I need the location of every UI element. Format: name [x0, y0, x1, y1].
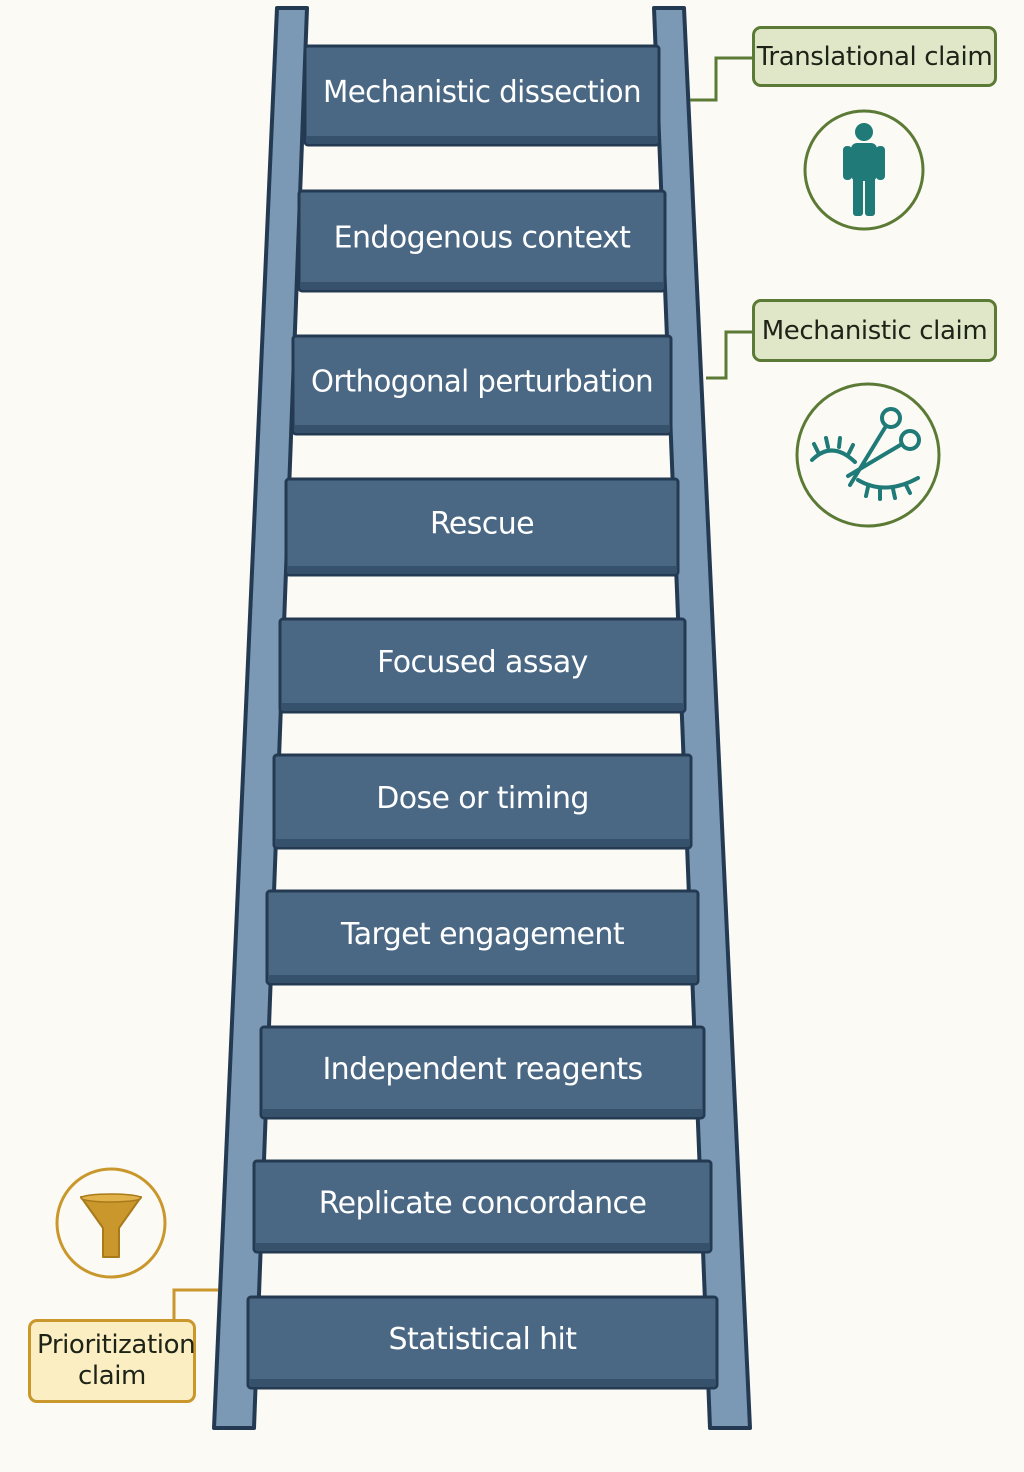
rung-bar: [272, 753, 693, 850]
rung-label: Rescue: [430, 507, 534, 542]
rung-target-engagement: Target engagement: [265, 889, 700, 986]
rung-shadow: [250, 1379, 715, 1386]
rung-shadow: [282, 703, 683, 710]
rung-shadow: [276, 839, 689, 846]
rung-shadow: [288, 566, 676, 573]
mechanistic-connector: [706, 330, 752, 380]
human-figure-icon: [803, 109, 925, 231]
rung-label: Target engagement: [340, 917, 625, 952]
rung-shadow: [269, 975, 696, 982]
rung-bar: [284, 477, 680, 577]
rung-label: Statistical hit: [389, 1322, 578, 1357]
rung-focused-assay: Focused assay: [278, 617, 687, 714]
rung-bar: [291, 334, 673, 436]
crispr-scissors-icon: [795, 382, 941, 528]
rung-label: Orthogonal perturbation: [311, 365, 653, 400]
rung-dose-or-timing: Dose or timing: [272, 753, 693, 850]
rung-bar: [246, 1295, 719, 1390]
rung-label: Independent reagents: [322, 1052, 642, 1087]
rung-bar: [278, 617, 687, 714]
rung-bar: [259, 1025, 706, 1120]
prioritization-claim-box: Prioritization claim: [28, 1319, 196, 1403]
rung-label: Endogenous context: [334, 221, 632, 256]
translational-claim-box: Translational claim: [752, 26, 997, 87]
rung-label: Focused assay: [377, 645, 588, 680]
mechanistic-claim-label: Mechanistic claim: [761, 315, 988, 346]
prioritization-connector: [172, 1288, 218, 1320]
rung-mechanistic-dissection: Mechanistic dissection: [303, 44, 661, 147]
rung-shadow: [307, 136, 657, 143]
rung-label: Mechanistic dissection: [323, 75, 641, 110]
mechanistic-claim-box: Mechanistic claim: [752, 299, 997, 362]
rung-bar: [297, 189, 667, 293]
rung-shadow: [256, 1243, 709, 1250]
rung-bar: [265, 889, 700, 986]
funnel-icon: [55, 1167, 167, 1279]
rung-bar: [303, 44, 661, 147]
rung-endogenous-context: Endogenous context: [297, 189, 667, 293]
ladder-left-rail: [212, 6, 309, 1430]
rung-orthogonal-perturbation: Orthogonal perturbation: [291, 334, 673, 436]
translational-connector: [690, 56, 752, 102]
prioritization-claim-label: Prioritization claim: [37, 1330, 196, 1391]
rung-independent-reagents: Independent reagents: [259, 1025, 706, 1120]
rung-shadow: [263, 1109, 702, 1116]
rung-shadow: [301, 282, 663, 289]
rung-bar: [252, 1159, 713, 1254]
rung-rescue: Rescue: [284, 477, 680, 577]
rung-label: Dose or timing: [376, 781, 589, 816]
translational-claim-label: Translational claim: [756, 41, 993, 72]
rung-replicate-concordance: Replicate concordance: [252, 1159, 713, 1254]
rung-label: Replicate concordance: [319, 1186, 647, 1221]
rung-statistical-hit: Statistical hit: [246, 1295, 719, 1390]
rung-shadow: [295, 425, 669, 432]
